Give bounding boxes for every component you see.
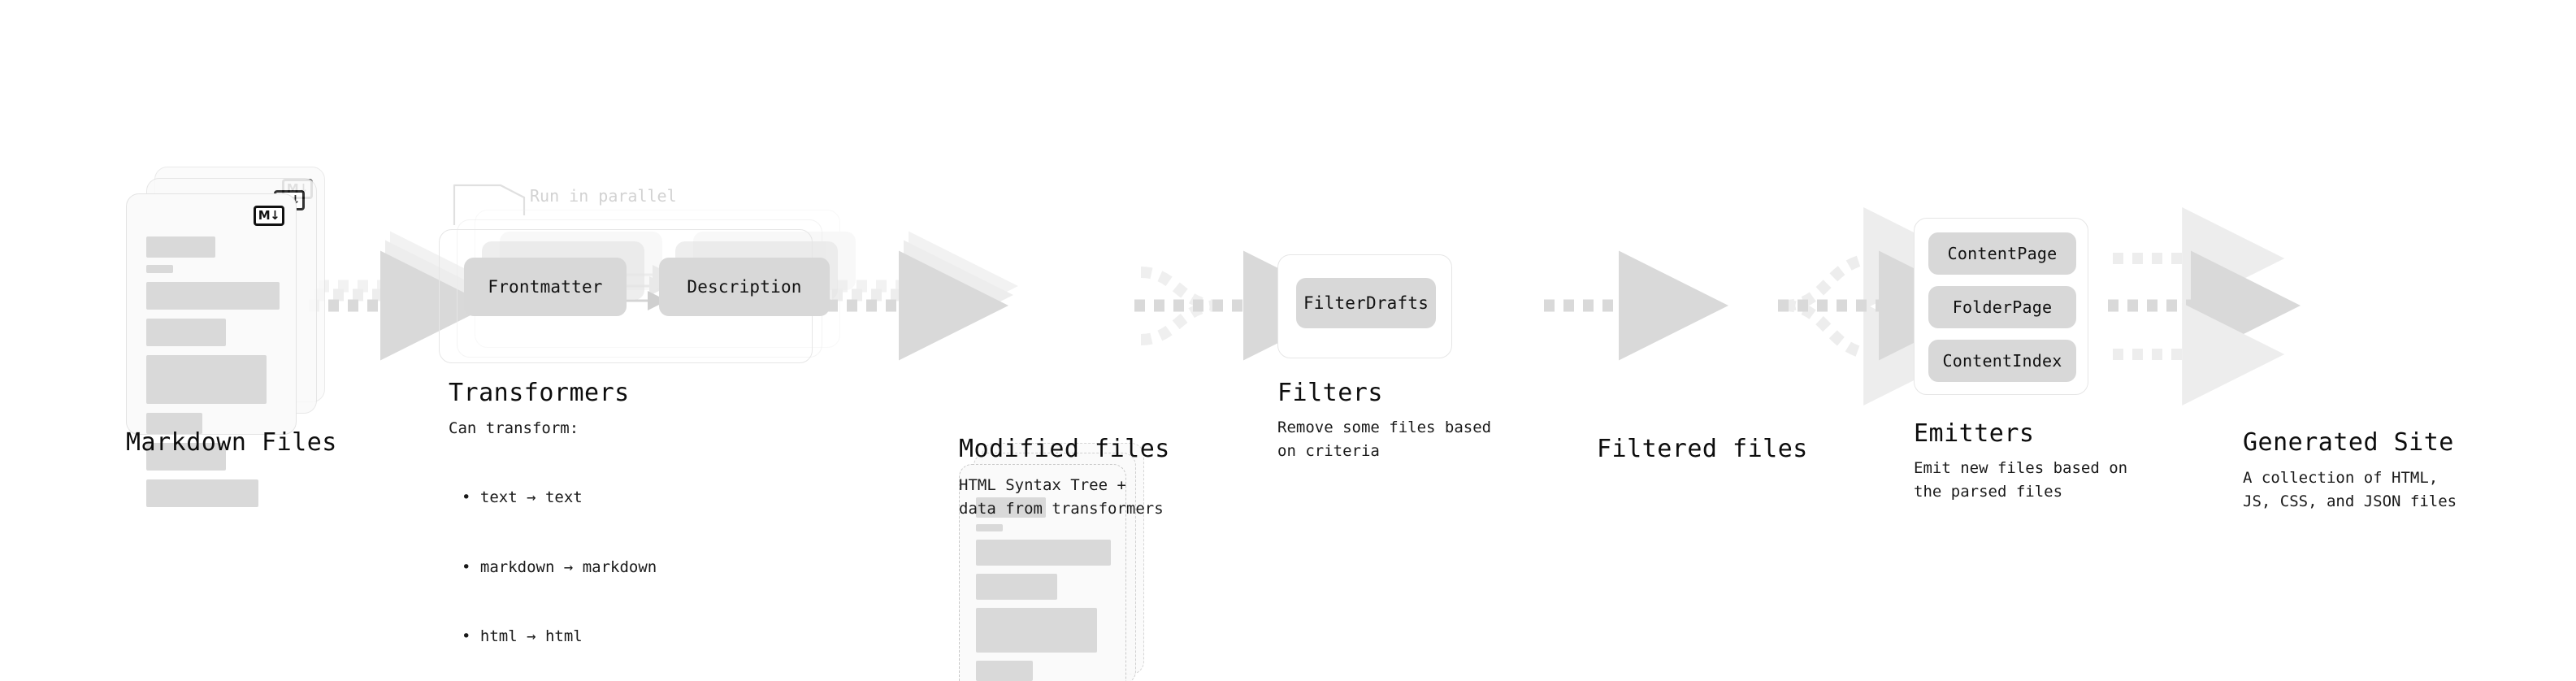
filter-chip-filterdrafts-label: FilterDrafts xyxy=(1303,293,1429,313)
modified-files-title: Modified files xyxy=(959,435,1170,463)
connector-filtered-to-emitters xyxy=(1778,207,1988,406)
emitters-subtitle: Emit new files based on the parsed files xyxy=(1914,459,2128,501)
transformer-chip-frontmatter[interactable]: Frontmatter xyxy=(464,258,627,316)
transformer-chip-frontmatter-label: Frontmatter xyxy=(488,277,603,297)
markdown-card-front: M↓ xyxy=(126,193,297,507)
modified-card-front xyxy=(959,464,1126,681)
emitter-chip-folderpage[interactable]: FolderPage xyxy=(1928,286,2076,328)
emitter-chip-contentindex-label: ContentIndex xyxy=(1942,351,2062,371)
markdown-doc-lines xyxy=(146,236,280,507)
connector-emitters-to-site xyxy=(2108,207,2301,406)
markdown-badge-icon: M↓ xyxy=(254,206,284,226)
filtered-files-title: Filtered files xyxy=(1597,435,1808,463)
generated-site-subtitle: A collection of HTML, JS, CSS, and JSON … xyxy=(2243,469,2457,510)
transformers-bullet-list: • text → text • markdown → markdown • ht… xyxy=(462,440,657,681)
generated-site-title: Generated Site xyxy=(2243,428,2454,457)
stage-markdown-files: M↓ M↓ M↓ xyxy=(126,167,337,507)
emitters-title: Emitters xyxy=(1914,419,2035,448)
transformers-title: Transformers xyxy=(449,379,630,407)
modified-files-subtitle: HTML Syntax Tree + data from transformer… xyxy=(959,476,1164,518)
transformer-chip-description-label: Description xyxy=(687,277,802,297)
run-in-parallel-note: Run in parallel xyxy=(530,186,677,206)
transformers-bullet-0: • text → text xyxy=(462,488,583,506)
emitter-chip-contentpage-label: ContentPage xyxy=(1947,244,2058,263)
stage-filters: FilterDrafts xyxy=(1277,254,1456,360)
emitter-chip-contentindex[interactable]: ContentIndex xyxy=(1928,340,2076,382)
emitter-chip-folderpage-label: FolderPage xyxy=(1952,297,2053,317)
transformer-chip-description[interactable]: Description xyxy=(659,258,830,316)
transformers-bullet-2: • html → html xyxy=(462,627,583,645)
stage-emitters: ContentPage FolderPage ContentIndex xyxy=(1914,218,2101,401)
stage-modified-files xyxy=(959,443,1162,681)
filters-box: FilterDrafts xyxy=(1277,254,1452,358)
modified-doc-lines xyxy=(976,497,1111,681)
filter-chip-filterdrafts[interactable]: FilterDrafts xyxy=(1296,278,1436,328)
stage-transformers: Frontmatter Description xyxy=(439,210,856,366)
emitters-box: ContentPage FolderPage ContentIndex xyxy=(1914,218,2088,395)
emitter-chip-contentpage[interactable]: ContentPage xyxy=(1928,232,2076,275)
transformers-subtitle: Can transform: xyxy=(449,419,579,437)
transformers-box-front: Frontmatter Description xyxy=(439,229,830,363)
markdown-files-title: Markdown Files xyxy=(126,428,337,457)
connector-modified-to-filters xyxy=(1134,250,1353,361)
filters-subtitle: Remove some files based on criteria xyxy=(1277,419,1492,460)
filters-title: Filters xyxy=(1277,379,1383,407)
transformers-bullet-1: • markdown → markdown xyxy=(462,557,657,576)
